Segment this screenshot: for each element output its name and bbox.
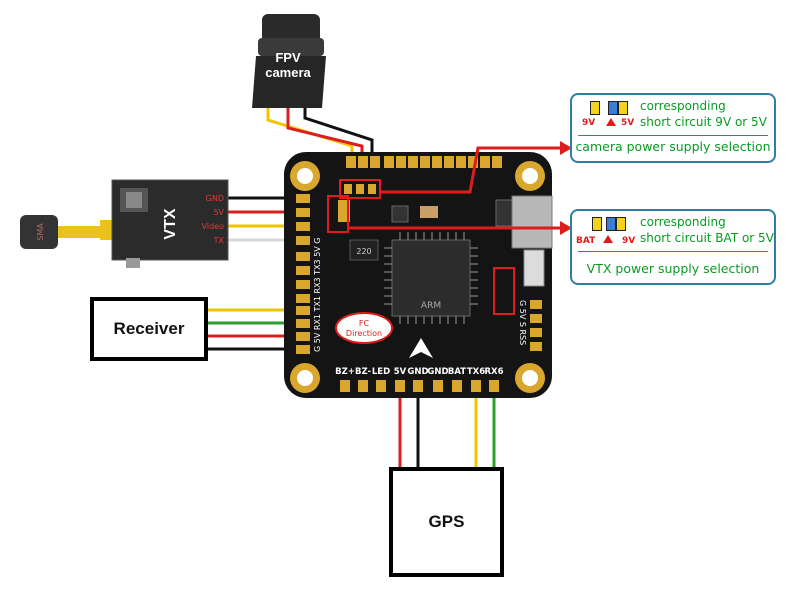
vtx-power-line1: corresponding [640,215,726,229]
pin-gnd-1: GND [407,367,428,377]
pin-tx6: TX6 [467,367,485,377]
camera-power-line2: short circuit 9V or 5V [640,115,767,129]
vtx-power-note-top: BAT 9V corresponding short circuit BAT o… [572,211,774,251]
pin-rx6: RX6 [484,367,503,377]
vtx-power-selection: VTX power supply selection [586,261,760,276]
camera-label-line2: camera [265,65,311,80]
vtx-antenna: SMA [20,215,122,249]
gps-box: GPS [389,467,504,577]
mount-hole-bottom-left [290,363,320,393]
fc-direction-line1: FC [359,319,370,328]
tag-9v: 9V [622,236,636,246]
vtx-power-note: BAT 9V corresponding short circuit BAT o… [570,209,776,285]
tag-bat: BAT [576,236,596,246]
camera-power-arrowhead [560,141,572,155]
jumper-pad-icon [590,101,600,115]
board-right-pins: G 5V S RSS [518,300,527,345]
gps-wires [398,386,496,468]
vtx-pin-tx: TX [213,236,225,245]
pin-5v: 5V [394,367,407,377]
note-separator [578,251,768,252]
mount-hole-top-right [515,161,545,191]
triangle-icon [606,118,616,126]
receiver-box: Receiver [90,297,208,361]
vtx-module [111,179,229,268]
camera-power-line1: corresponding [640,99,726,113]
fpv-camera [252,14,326,108]
camera-power-arrow [380,146,560,194]
vtx-power-arrowhead [560,221,572,235]
pin-led: LED [372,367,390,377]
note-separator [578,135,768,136]
triangle-icon [603,235,613,243]
svg-text:SMA: SMA [36,223,45,241]
camera-power-note: 9V 5V corresponding short circuit 9V or … [570,93,776,163]
camera-label-line1: FPV [275,50,301,65]
jumper-pad-icon [616,217,626,231]
fc-direction-line2: Direction [346,329,382,338]
flight-controller [284,152,553,398]
camera-power-note-top: 9V 5V corresponding short circuit 9V or … [572,95,774,135]
chip-text: ARM [421,301,441,311]
receiver-label: Receiver [113,319,185,338]
jumper-pad-icon [606,217,616,231]
tag-9v: 9V [582,118,596,128]
jumper-pad-icon [592,217,602,231]
fc-direction-badge [335,312,393,344]
gps-label: GPS [428,512,465,531]
pin-bz-minus: BZ- [355,367,371,377]
bottom-pin-labels: BZ+ BZ- LED 5V GND GND BAT TX6 RX6 [335,367,503,377]
vtx-pin-video: Video [202,222,225,231]
pin-bz-plus: BZ+ [335,367,355,377]
jumper-pad-icon [608,101,618,115]
tag-5v: 5V [621,118,635,128]
pin-gnd-2: GND [427,367,448,377]
camera-power-selection: camera power supply selection [575,139,771,154]
board-left-pins: G 5V RX1 TX1 RX3 TX3 5V G [313,238,322,353]
resistor-label: 220 [356,247,371,256]
mount-hole-top-left [290,161,320,191]
vtx-pin-5v: 5V [213,208,224,217]
mount-hole-bottom-right [515,363,545,393]
vtx-pin-gnd: GND [206,194,224,203]
vtx-label: VTX [162,208,179,239]
pin-bat: BAT [448,367,466,377]
jumper-pad-icon [618,101,628,115]
vtx-power-line2: short circuit BAT or 5V [640,231,774,245]
